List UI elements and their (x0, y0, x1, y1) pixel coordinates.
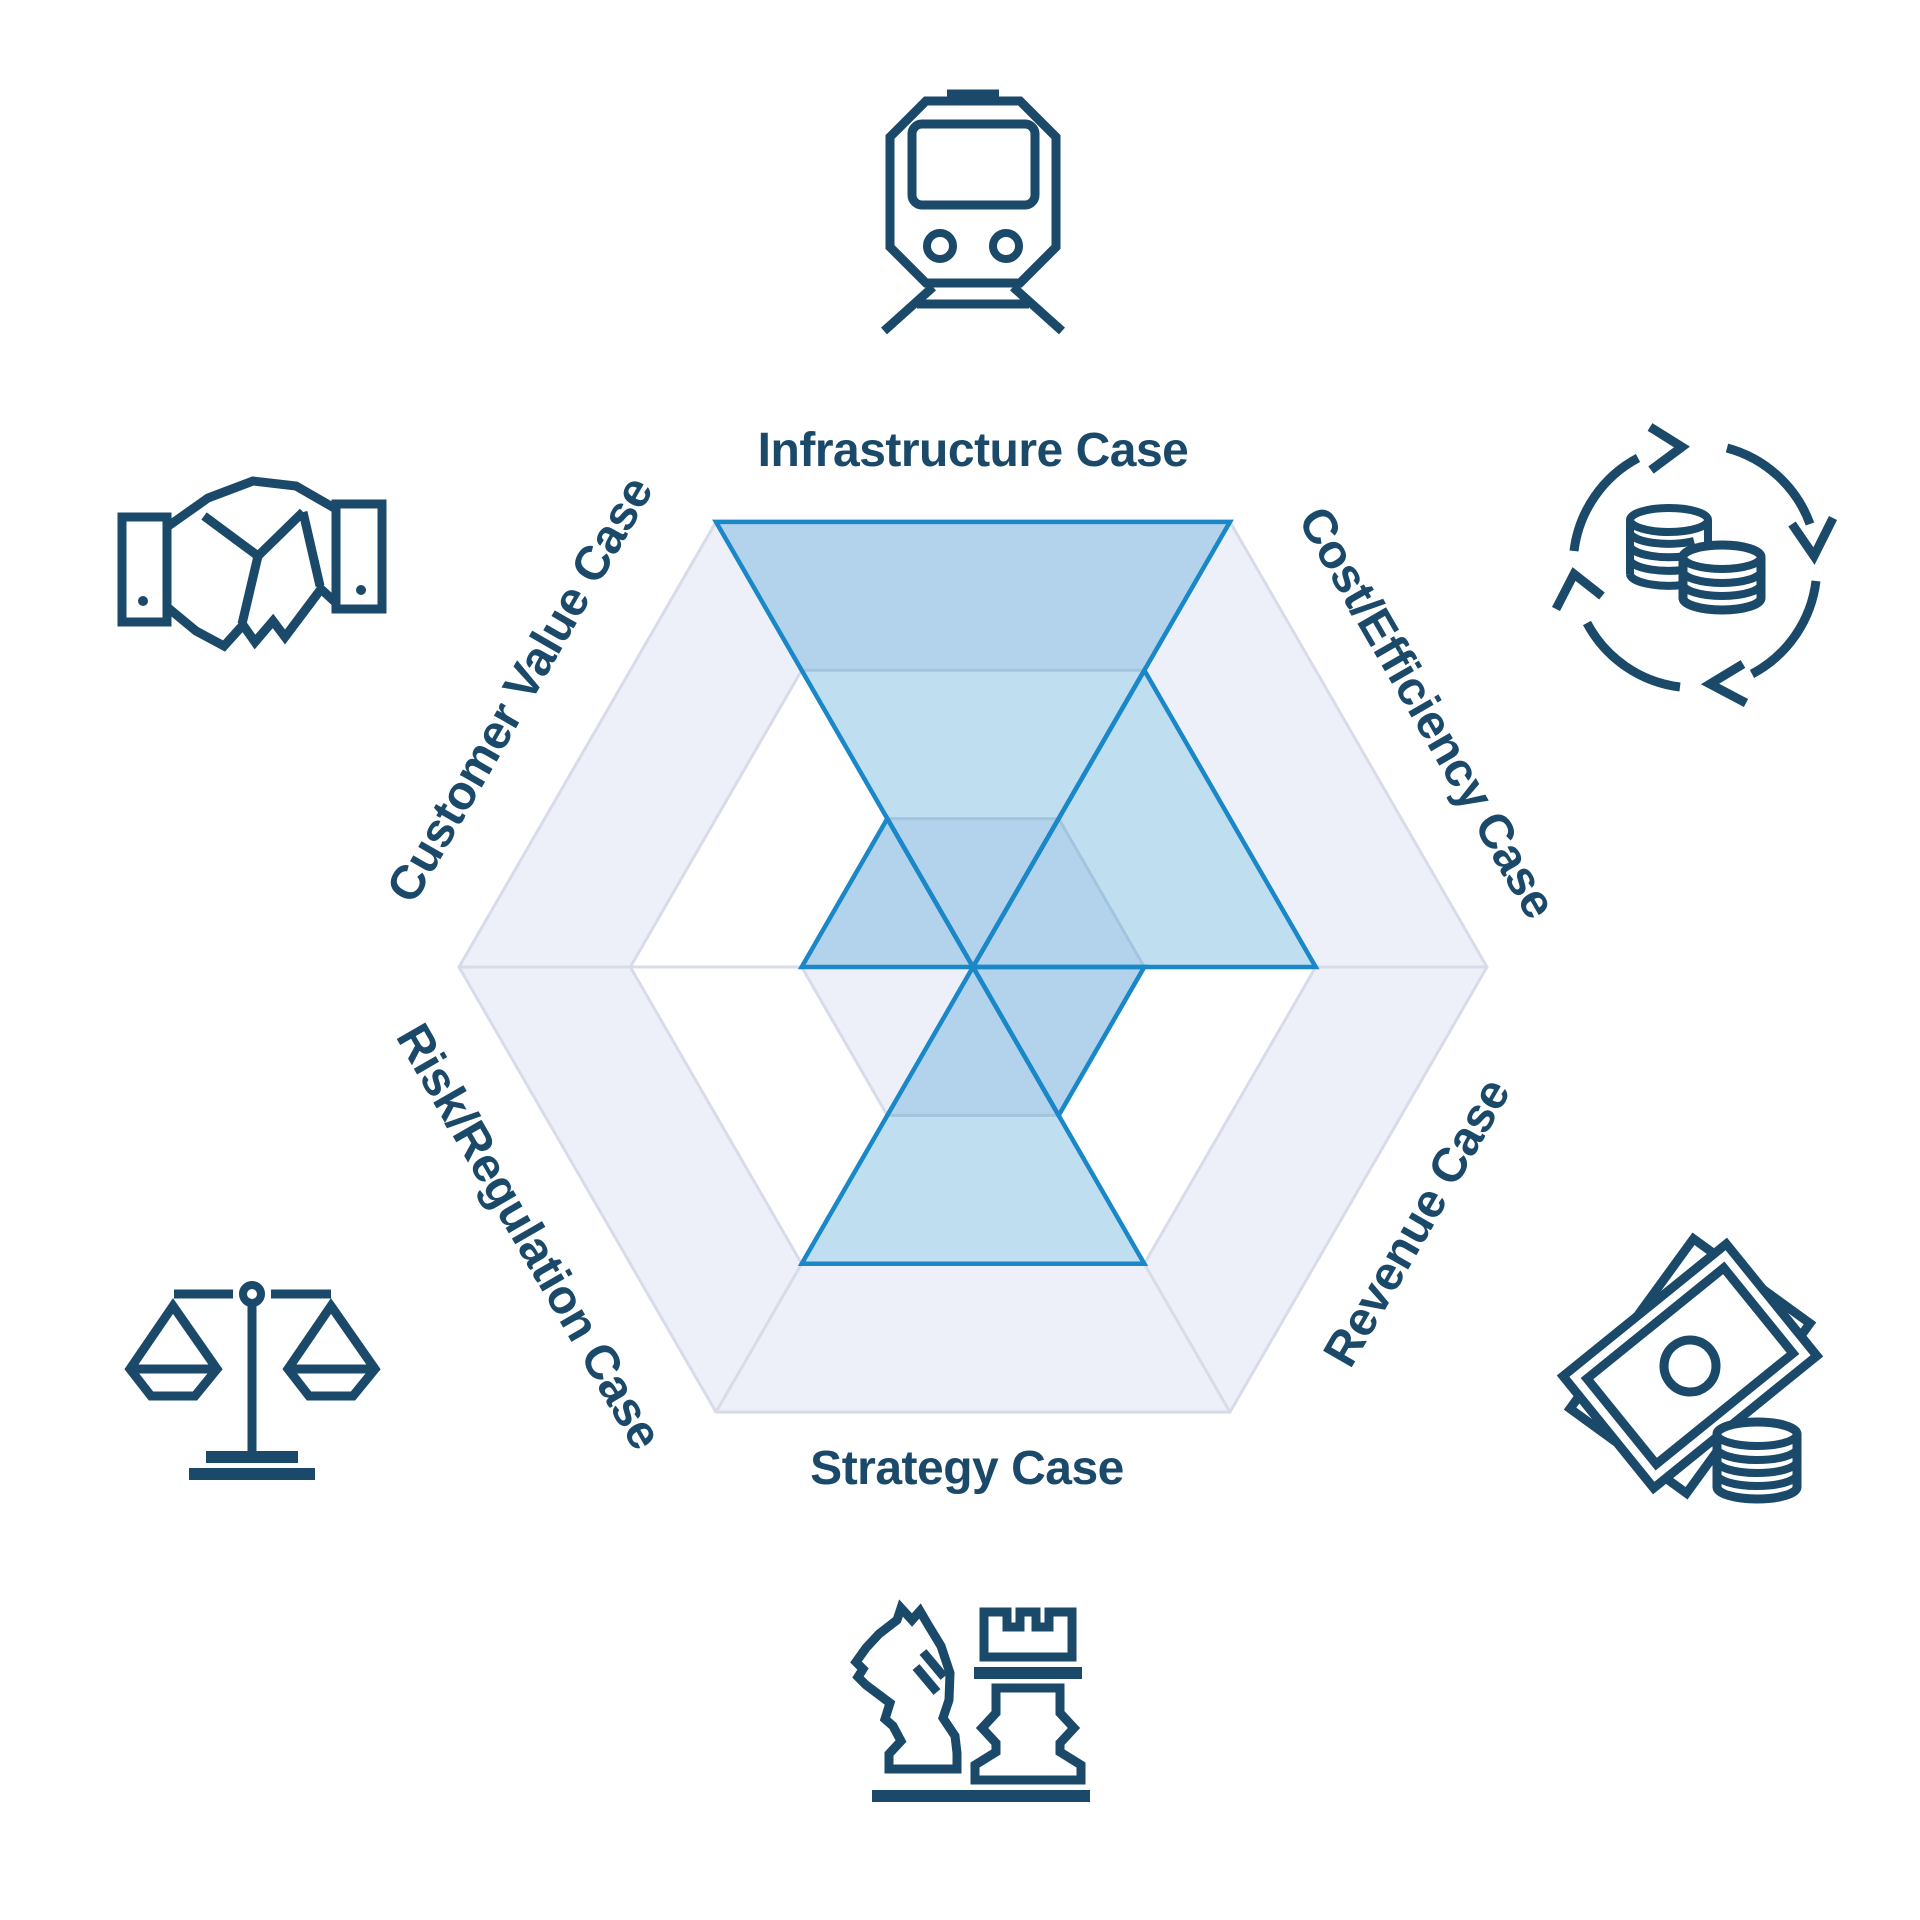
coins-cycle-icon (1551, 423, 1838, 707)
chess-pieces-icon (850, 1599, 1090, 1802)
axis-label-strategy: Strategy Case (810, 1442, 1124, 1495)
sector-strategy (797, 962, 1149, 1267)
sector-customer-value (797, 814, 977, 970)
banknote-coins-icon (1556, 1232, 1824, 1504)
balance-scale-icon (124, 1281, 381, 1480)
train-icon (880, 89, 1066, 335)
handshake-icon (117, 476, 387, 652)
sector-fills (712, 519, 1320, 1267)
axis-label-infrastructure: Infrastructure Case (758, 424, 1189, 477)
